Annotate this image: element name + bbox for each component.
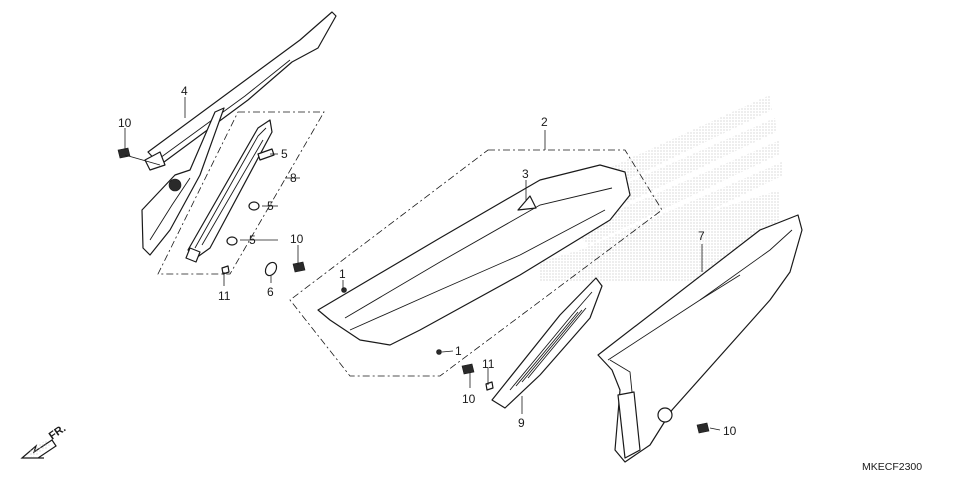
callout-3: 3 [522, 167, 529, 181]
callout-2: 2 [541, 115, 548, 129]
callout-labels: 4 10 5 8 5 5 10 11 6 1 2 3 1 11 10 9 7 1… [118, 84, 737, 438]
callout-5: 5 [267, 199, 274, 213]
small-side-cover-part [491, 277, 603, 409]
leader-lines [124, 97, 721, 431]
callout-10: 10 [723, 424, 737, 438]
callout-7: 7 [698, 229, 705, 243]
callout-9: 9 [518, 416, 525, 430]
fastener-parts [117, 147, 710, 434]
callout-10: 10 [462, 392, 476, 406]
callout-11: 11 [482, 357, 495, 371]
callout-5: 5 [249, 233, 256, 247]
large-side-cover-part [597, 214, 803, 463]
callout-6: 6 [267, 285, 274, 299]
seat-assembly [289, 149, 663, 377]
callout-1: 1 [339, 267, 346, 281]
callout-1: 1 [455, 344, 462, 358]
callout-8: 8 [290, 171, 297, 185]
callout-11: 11 [218, 289, 231, 303]
diagram-code: MKECF2300 [862, 461, 922, 473]
side-cover-assembly [157, 111, 325, 275]
fr-label: FR. [47, 422, 68, 442]
grommet-parts [226, 148, 275, 246]
callout-10: 10 [290, 232, 304, 246]
callout-4: 4 [181, 84, 188, 98]
upper-cover-part [141, 11, 337, 256]
callout-10: 10 [118, 116, 132, 130]
grommet-6-part [264, 261, 278, 277]
front-direction-arrow: FR. [20, 422, 68, 459]
callout-5: 5 [281, 147, 288, 161]
